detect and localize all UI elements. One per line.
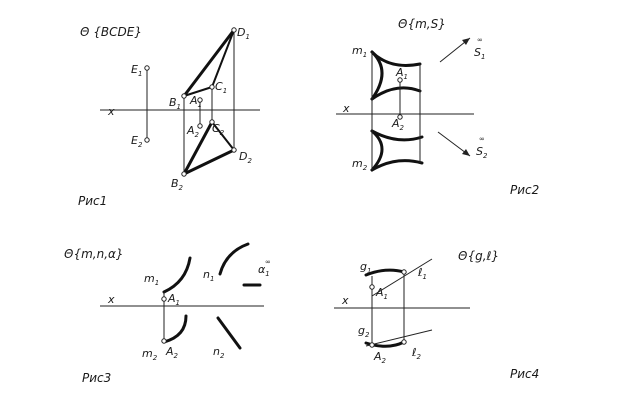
fig3-label-m1: m1 — [144, 272, 159, 287]
fig3-curve-m1 — [162, 256, 192, 294]
fig1-point-a2 — [197, 123, 203, 129]
fig4-label-l2: ℓ2 — [411, 346, 422, 361]
fig2-label-s2: S2 — [476, 145, 488, 160]
fig2-axis-label: x — [342, 102, 350, 115]
fig1-edge-b2c2 — [182, 120, 214, 176]
fig1-point-e1 — [144, 65, 150, 71]
fig3-label-n1: n1 — [203, 268, 214, 283]
fig1-title: Θ {BCDE} — [80, 25, 142, 39]
fig1-point-b2 — [181, 171, 187, 177]
fig4-label-g1: g1 — [360, 260, 371, 275]
fig2-title: Θ{m,S} — [398, 17, 446, 31]
fig1-point-b1 — [181, 93, 187, 99]
fig3-point-a1 — [161, 296, 167, 302]
fig2-label-m2: m2 — [352, 157, 368, 172]
fig3-label-a1: A1 — [167, 292, 180, 307]
fig1-edge-b1d1 — [182, 28, 236, 98]
fig3-label-alpha1: α1 — [258, 263, 270, 278]
fig3-title: Θ{m,n,α} — [64, 247, 124, 261]
fig3-infinity-alpha: ∞ — [265, 258, 271, 266]
fig1-label-e1: E1 — [131, 63, 142, 78]
fig2-label-a1: A1 — [395, 66, 408, 81]
fig1-label-b2: B2 — [171, 177, 184, 192]
figure-4: Θ{g,ℓ} Рис4 x g1 ℓ1 A1 g2 A2 ℓ2 — [334, 249, 539, 381]
fig1-label-a2: A2 — [186, 124, 200, 139]
figure-3: Θ{m,n,α} Рис3 x m1 n1 ∞ α1 A1 m2 A2 n2 — [64, 242, 271, 385]
fig4-line-l2 — [365, 329, 433, 347]
fig1-caption: Рис1 — [78, 194, 107, 208]
fig4-label-a2: A2 — [373, 350, 387, 365]
fig4-curve-g1 — [364, 268, 406, 277]
fig2-arrowhead-s1 — [462, 38, 470, 45]
fig3-curve-n1 — [218, 242, 250, 276]
fig4-point-a2 — [369, 342, 375, 348]
fig3-axis-label: x — [107, 293, 115, 306]
fig4-point-a1 — [369, 284, 375, 290]
fig4-label-a1: A1 — [375, 286, 388, 301]
fig1-label-b1: B1 — [169, 96, 181, 111]
fig3-label-n2: n2 — [213, 345, 225, 360]
fig1-point-d2 — [231, 147, 237, 153]
fig4-caption: Рис4 — [510, 367, 539, 381]
fig1-edge-c2d2 — [211, 121, 235, 151]
fig3-label-m2: m2 — [142, 347, 158, 362]
fig4-axis-label: x — [341, 294, 349, 307]
fig1-point-e2 — [144, 137, 150, 143]
fig2-curve-m1-top — [370, 50, 422, 67]
fig3-label-a2: A2 — [165, 345, 179, 360]
fig1-label-c1: C1 — [215, 80, 227, 95]
fig2-curve-m2-bottom — [370, 159, 424, 172]
fig2-point-a2 — [397, 114, 403, 120]
fig1-point-a1 — [197, 97, 203, 103]
fig3-caption: Рис3 — [82, 371, 111, 385]
fig1-point-c2 — [209, 119, 215, 125]
fig2-label-m1: m1 — [352, 44, 367, 59]
fig3-curve-m2 — [162, 314, 188, 344]
fig2-arrowhead-s2 — [462, 149, 470, 156]
fig3-point-a2 — [161, 338, 167, 344]
fig1-label-d1: D1 — [237, 26, 250, 41]
fig1-edge-c1d1 — [211, 29, 235, 88]
fig1-axis-label: x — [107, 105, 115, 118]
fig1-point-c1 — [209, 84, 215, 90]
fig4-point-bottom — [401, 339, 407, 345]
fig1-label-a1: A1 — [189, 94, 202, 109]
fig2-label-s1: S1 — [474, 46, 485, 61]
fig2-point-a1 — [397, 77, 403, 83]
fig1-edge-b1c1 — [183, 86, 213, 97]
fig2-label-a2: A2 — [391, 117, 405, 132]
fig2-infinity-s2: ∞ — [479, 135, 485, 143]
fig1-edge-b2d2 — [182, 148, 236, 176]
fig4-point-top — [401, 269, 407, 275]
fig2-curve-m1-bottom — [370, 86, 422, 101]
figure-2: Θ{m,S} Рис2 x m1 A1 A2 m2 ∞ S1 ∞ S2 — [336, 17, 539, 197]
fig1-label-e2: E2 — [131, 134, 143, 149]
fig4-label-g2: g2 — [358, 324, 370, 339]
fig4-title: Θ{g,ℓ} — [458, 249, 499, 263]
figure-1: Θ {BCDE} Рис1 x D1 C1 E1 B1 A1 A — [78, 25, 260, 208]
fig1-label-c2: C2 — [212, 122, 225, 137]
fig3-line-n2 — [216, 316, 242, 350]
fig1-label-d2: D2 — [239, 150, 252, 165]
fig4-label-l1: ℓ1 — [417, 266, 427, 281]
fig2-caption: Рис2 — [510, 183, 539, 197]
fig2-infinity-s1: ∞ — [477, 36, 483, 44]
fig4-line-l1 — [371, 258, 433, 297]
fig1-point-d1 — [231, 27, 237, 33]
fig2-curve-m2-top — [370, 129, 424, 142]
